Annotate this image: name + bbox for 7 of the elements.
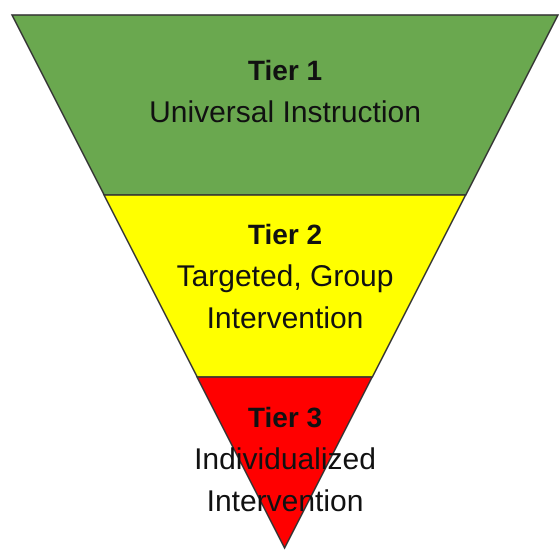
tier-band xyxy=(104,195,466,377)
tier-band xyxy=(12,15,558,195)
tier-description: Targeted, Group Intervention xyxy=(176,259,394,337)
tier-heading: Tier 1 xyxy=(246,54,324,88)
tier-heading: Tier 2 xyxy=(246,218,324,252)
tier-description: Universal Instruction xyxy=(148,95,422,131)
tier-heading: Tier 3 xyxy=(246,401,324,435)
